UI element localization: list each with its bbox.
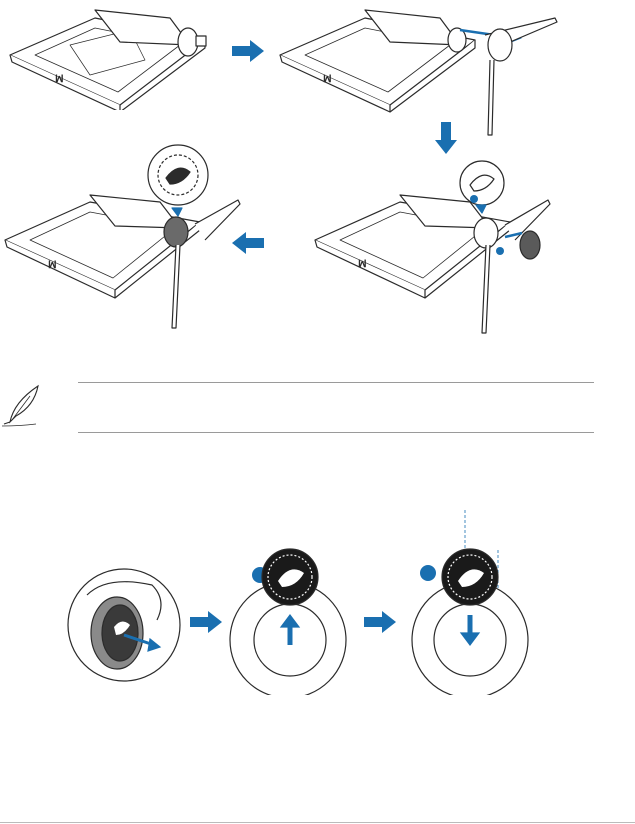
- figure-step4-assembled: ꟽ: [310, 155, 560, 340]
- note-top-rule: [78, 382, 594, 383]
- arrow-right-icon: [362, 611, 398, 633]
- svg-text:ꟽ: ꟽ: [55, 74, 64, 85]
- arrow-down-icon: [435, 120, 457, 156]
- arrow-right-icon: [230, 40, 266, 62]
- figure-cap-insert-up: [228, 545, 353, 695]
- figure-step1-panel: ꟽ: [0, 0, 215, 110]
- figure-cap-removal: [62, 565, 187, 685]
- arrow-left-icon: [230, 232, 266, 254]
- figure-step3-logo-cap: ꟽ: [0, 140, 250, 335]
- note-bottom-rule: [78, 432, 594, 433]
- svg-text:ꟽ: ꟽ: [323, 74, 332, 85]
- arrow-right-icon: [188, 611, 224, 633]
- figure-step2-stand: ꟽ: [275, 0, 565, 140]
- note-icon: [0, 382, 48, 427]
- page-footer-rule: [0, 822, 635, 823]
- figure-cap-insert-down: [408, 510, 533, 695]
- svg-text:ꟽ: ꟽ: [358, 259, 367, 270]
- svg-text:ꟽ: ꟽ: [48, 260, 57, 271]
